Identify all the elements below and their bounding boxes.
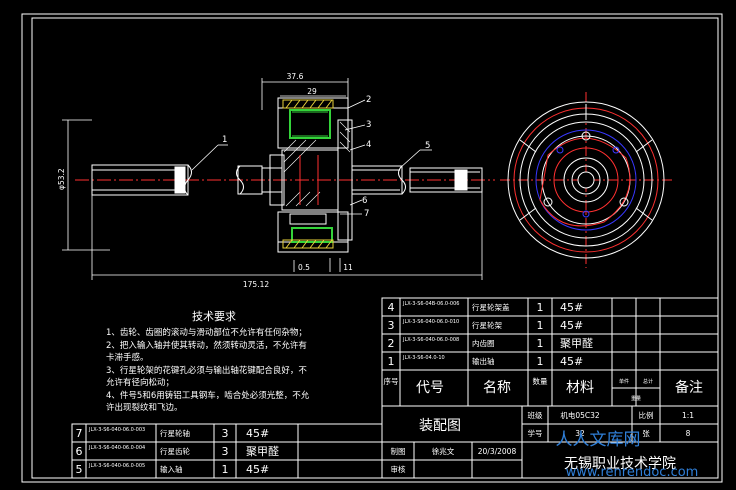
label-check: 审核 xyxy=(391,464,406,474)
callout-7: 7 xyxy=(364,209,369,219)
bom-cell-name: 内齿圈 xyxy=(472,338,495,348)
note-line-6: 4、件号5和6用铸铝工具钢车，啮合处必须光整，不允 xyxy=(106,390,310,401)
drawn-by: 徐兆文 xyxy=(432,446,455,456)
bom-header-no: 序号 xyxy=(384,376,399,386)
watermark-url: www.renrendoc.com xyxy=(566,465,699,480)
ring-gear-upper xyxy=(277,97,349,149)
bom-header-weight: 重量 xyxy=(631,395,641,402)
front-view xyxy=(500,92,675,268)
bom-header-code: 代号 xyxy=(416,380,444,396)
note-line-7: 许出现裂纹和飞边。 xyxy=(106,402,183,413)
notes-title: 技术要求 xyxy=(192,310,236,323)
bom-cell-no: 1 xyxy=(388,355,395,368)
callout-5: 5 xyxy=(425,141,430,151)
bom-cell-no: 5 xyxy=(76,463,83,476)
dim-175: 175.12 xyxy=(243,280,269,289)
bom-cell-qty: 1 xyxy=(537,301,544,314)
sheet-value: 8 xyxy=(686,429,691,438)
label-scale: 比例 xyxy=(639,410,654,420)
drawing-name: 装配图 xyxy=(419,418,461,434)
bom-header-qty: 数量 xyxy=(533,376,548,386)
bom-cell-name: 行星轮架盖 xyxy=(472,302,510,312)
outer-frame xyxy=(21,13,723,483)
bom-cell-name: 行星轮架 xyxy=(472,320,502,330)
note-line-2: 2、把入输入轴并使其转动，然须转动灵活，不允许有 xyxy=(106,340,307,351)
label-sid: 学号 xyxy=(528,428,543,438)
title-block-grid xyxy=(381,405,719,479)
scale-value: 1:1 xyxy=(682,411,694,420)
label-sheet: 张 xyxy=(642,429,650,438)
drawn-date: 20/3/2008 xyxy=(478,447,517,456)
bom-cell-material: 聚甲醛 xyxy=(246,444,279,458)
shaft-spline-mark xyxy=(174,166,186,194)
bom-cell-qty: 3 xyxy=(222,445,229,458)
dimension-lines xyxy=(62,78,483,280)
dim-11: 11 xyxy=(343,263,353,272)
output-spline xyxy=(409,167,483,193)
bom-cell-code: JLX-3-S6-040-06.0-004 xyxy=(88,445,145,451)
planet-gear-lower xyxy=(291,227,333,243)
bom-cell-material: 45# xyxy=(246,427,269,440)
bom-cell-material: 45# xyxy=(560,355,583,368)
bom-cell-code: JLX-3-S6-040-06.0-005 xyxy=(88,463,145,469)
callout-3: 3 xyxy=(366,120,371,130)
bom-cell-code: JLX-3-S6-04.0-10 xyxy=(402,355,445,361)
callout-4: 4 xyxy=(366,140,371,150)
bom-cell-qty: 3 xyxy=(222,427,229,440)
ring-gear-lower xyxy=(277,211,349,253)
bom-cell-qty: 1 xyxy=(222,463,229,476)
class-value: 机电05C32 xyxy=(560,410,600,420)
bom-cell-no: 6 xyxy=(76,445,83,458)
bom-header-total: 总计 xyxy=(643,378,653,385)
bom-cell-no: 4 xyxy=(388,301,395,314)
bom-cell-material: 45# xyxy=(560,319,583,332)
callout-2: 2 xyxy=(366,95,371,105)
dim-diameter: φ53.2 xyxy=(57,168,66,190)
bom-cell-code: JLX-3-S6-040-06.0-010 xyxy=(402,319,459,325)
bom-header-remark: 备注 xyxy=(675,379,703,396)
bom-cell-name: 输入轴 xyxy=(160,464,183,474)
bom-cell-name: 行星轮轴 xyxy=(160,428,190,438)
callout-6: 6 xyxy=(362,196,367,206)
bom-main-grid xyxy=(381,297,719,407)
bom-cell-code: JLX-3-S6-04B-06.0-006 xyxy=(402,301,459,307)
dim-37-6: 37.6 xyxy=(287,72,304,81)
dim-0-5: 0.5 xyxy=(298,263,310,272)
bom-header-mat: 材料 xyxy=(566,380,594,396)
label-class: 班级 xyxy=(528,410,543,420)
note-line-3: 卡滞手感。 xyxy=(106,352,149,363)
planet-gear-upper xyxy=(289,109,331,139)
bom-cell-no: 7 xyxy=(76,427,83,440)
bom-cell-material: 45# xyxy=(560,301,583,314)
side-view xyxy=(75,97,495,253)
watermark-site-name: 人人文库网 xyxy=(556,430,641,450)
bom-cell-name: 输出轴 xyxy=(472,356,495,366)
bom-cell-no: 3 xyxy=(388,319,395,332)
dim-29: 29 xyxy=(307,87,317,96)
note-line-4: 3、行星轮架的花键孔必须与输出轴花键配合良好，不 xyxy=(106,365,307,376)
note-line-5: 允许有径向松动； xyxy=(106,377,174,388)
bom-cell-name: 行星齿轮 xyxy=(160,446,190,456)
bom-cell-qty: 1 xyxy=(537,355,544,368)
label-drawn: 制图 xyxy=(391,446,406,456)
bom-cell-no: 2 xyxy=(388,337,395,350)
callout-1: 1 xyxy=(222,135,227,145)
bom-header-unit: 单件 xyxy=(619,378,629,385)
note-line-1: 1、齿轮、齿圈的滚动与滑动部位不允许有任何杂物； xyxy=(106,327,307,338)
bom-cell-material: 聚甲醛 xyxy=(560,336,593,350)
bom-cell-code: JLX-3-S6-040-06.0-008 xyxy=(402,337,459,343)
bom-cell-qty: 1 xyxy=(537,337,544,350)
bom-cell-code: JLX-3-S6-040-06.0-003 xyxy=(88,427,145,433)
input-shaft-mid xyxy=(237,165,263,195)
bom-cell-qty: 1 xyxy=(537,319,544,332)
sid-value: 32 xyxy=(575,429,585,438)
bom-cell-material: 45# xyxy=(246,463,269,476)
bom-header-name: 名称 xyxy=(483,380,511,396)
school-name: 无锡职业技术学院 xyxy=(564,456,676,472)
